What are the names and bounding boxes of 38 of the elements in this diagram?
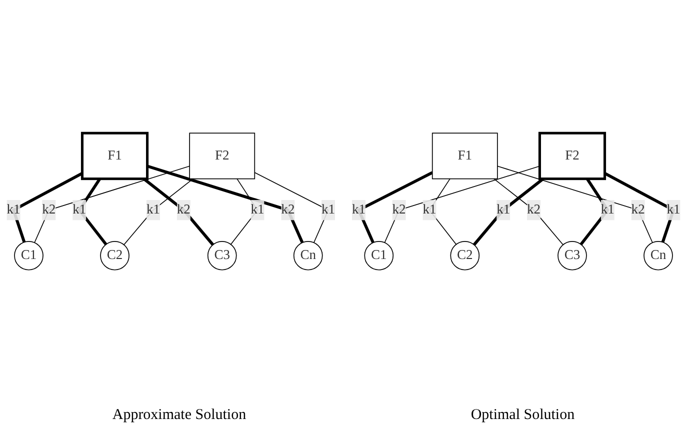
- edge-label: k1: [600, 202, 614, 217]
- edge-label: k1: [6, 202, 20, 217]
- node-circle: Cn: [293, 240, 323, 270]
- edge-label: k2: [392, 202, 406, 217]
- node-circle: C2: [450, 240, 480, 270]
- node-circle: C1: [14, 240, 44, 270]
- connector: [472, 178, 544, 246]
- edge-label: k1: [322, 202, 336, 217]
- edge-label: k1: [72, 202, 86, 217]
- node-box: F1: [80, 132, 149, 180]
- panel-caption: Approximate Solution: [112, 407, 246, 424]
- connector: [142, 178, 214, 246]
- node-box: F2: [538, 132, 606, 180]
- panel-caption: Optimal Solution: [470, 407, 575, 424]
- node-circle: C3: [207, 240, 237, 270]
- connector: [384, 166, 540, 244]
- edge-label: k2: [281, 202, 295, 217]
- connector: [497, 166, 653, 244]
- edge-label: k2: [176, 202, 190, 217]
- edge-label: k2: [527, 202, 541, 217]
- edge-label: k1: [146, 202, 160, 217]
- connector: [34, 166, 190, 244]
- node-circle: Cn: [644, 240, 673, 270]
- node-circle: C3: [558, 240, 587, 270]
- connector: [124, 178, 194, 246]
- node-box: F1: [432, 132, 498, 180]
- edge-label: k1: [250, 202, 264, 217]
- edge-label: k2: [631, 202, 645, 217]
- node-circle: C2: [100, 240, 130, 270]
- edge-label: k2: [42, 202, 56, 217]
- node-circle: C1: [364, 240, 394, 270]
- edge-label: k1: [422, 202, 436, 217]
- connector: [494, 178, 564, 246]
- edge-label: k1: [352, 202, 366, 217]
- node-box: F2: [189, 132, 256, 180]
- connector: [146, 164, 304, 244]
- edge-label: k1: [666, 202, 680, 217]
- edge-label: k1: [496, 202, 510, 217]
